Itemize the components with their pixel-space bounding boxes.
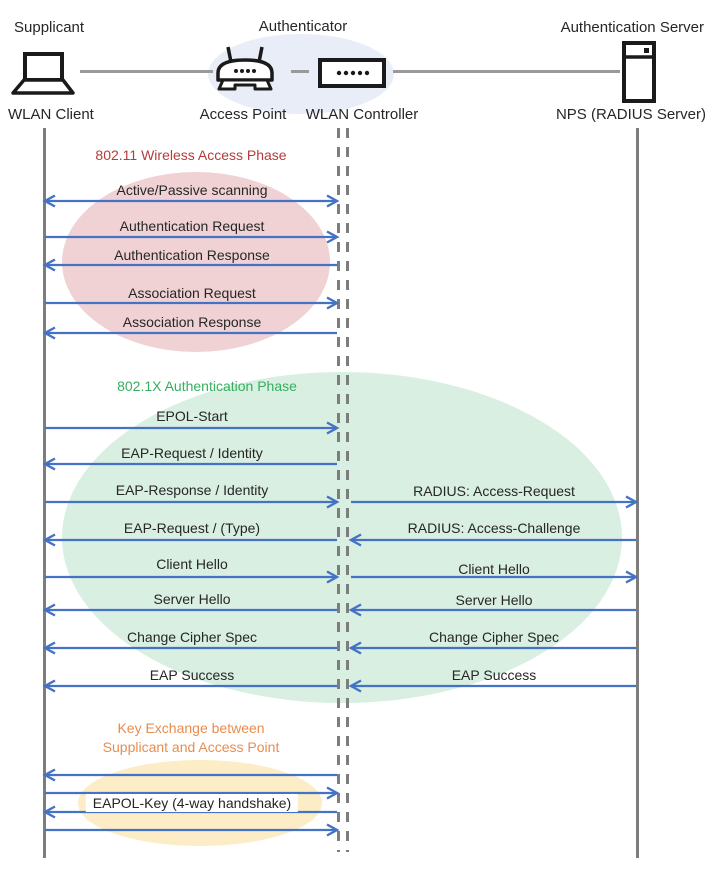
message-arrow-left <box>42 457 337 471</box>
lifeline-wlan-controller-dashed <box>346 128 349 852</box>
message-arrow-right <box>45 823 340 837</box>
message-label: EAP-Response / Identity <box>115 482 269 498</box>
phase-title-wireless-access: 802.11 Wireless Access Phase <box>95 147 287 163</box>
message-arrow-left <box>348 679 636 693</box>
message-label: Authentication Request <box>119 218 265 234</box>
message-label: EPOL-Start <box>156 408 228 424</box>
message-label: Association Response <box>122 314 262 330</box>
role-label-authentication-server: Authentication Server <box>560 19 704 36</box>
access-point-icon <box>216 46 274 91</box>
message-arrow-left <box>348 533 636 547</box>
connector-line <box>80 70 213 73</box>
lifeline-wlan-client <box>43 128 46 858</box>
laptop-icon <box>11 52 75 95</box>
node-label-access-point: Access Point <box>199 106 287 123</box>
phase-title-key-exchange: Key Exchange between Supplicant and Acce… <box>102 720 280 755</box>
wlan-controller-icon <box>318 58 386 88</box>
message-arrow-left <box>42 768 337 782</box>
connector-dash <box>291 70 309 73</box>
lifeline-wlan-controller-dashed <box>337 128 340 852</box>
role-label-authenticator: Authenticator <box>258 18 348 35</box>
message-label: RADIUS: Access-Challenge <box>407 520 581 536</box>
message-arrow-left <box>348 603 636 617</box>
message-label: Authentication Response <box>114 247 270 263</box>
lifeline-radius-server <box>636 128 639 858</box>
message-label: EAP-Request / (Type) <box>123 520 261 536</box>
message-arrow-bidirectional <box>42 194 340 208</box>
node-label-wlan-controller: WLAN Controller <box>305 106 419 123</box>
message-arrow-right <box>45 296 340 310</box>
message-arrow-right <box>351 570 639 584</box>
message-label: Active/Passive scanning <box>116 182 268 198</box>
message-arrow-left <box>42 805 337 819</box>
message-arrow-left <box>42 603 337 617</box>
server-icon <box>622 41 656 103</box>
role-label-supplicant: Supplicant <box>14 19 85 36</box>
message-label: Association Request <box>128 285 256 301</box>
message-label: EAP Success <box>149 667 235 683</box>
message-label: RADIUS: Access-Request <box>413 483 575 499</box>
message-label: Change Cipher Spec <box>429 629 559 645</box>
connector-line <box>393 70 620 73</box>
message-arrow-right <box>351 495 639 509</box>
message-label: EAPOL-Key (4-way handshake) <box>85 794 299 812</box>
message-arrow-right <box>45 421 340 435</box>
message-arrow-left <box>42 641 337 655</box>
message-arrow-left <box>42 533 337 547</box>
message-label: Server Hello <box>153 591 231 607</box>
message-arrow-left <box>348 641 636 655</box>
message-arrow-right <box>45 495 340 509</box>
node-label-wlan-client: WLAN Client <box>8 106 94 123</box>
phase-title-8021x-authentication: 802.1X Authentication Phase <box>117 378 297 394</box>
message-arrow-left <box>42 679 337 693</box>
message-label: EAP Success <box>451 667 537 683</box>
message-label: Client Hello <box>458 561 530 577</box>
message-label: EAP-Request / Identity <box>121 445 263 461</box>
message-arrow-left <box>42 326 337 340</box>
message-label: Server Hello <box>455 592 533 608</box>
message-arrow-right <box>45 570 340 584</box>
message-arrow-left <box>42 258 337 272</box>
message-arrow-right <box>45 786 340 800</box>
message-label: Client Hello <box>156 556 228 572</box>
message-arrow-right <box>45 230 340 244</box>
node-label-nps-radius-server: NPS (RADIUS Server) <box>555 106 706 123</box>
message-label: Change Cipher Spec <box>127 629 257 645</box>
